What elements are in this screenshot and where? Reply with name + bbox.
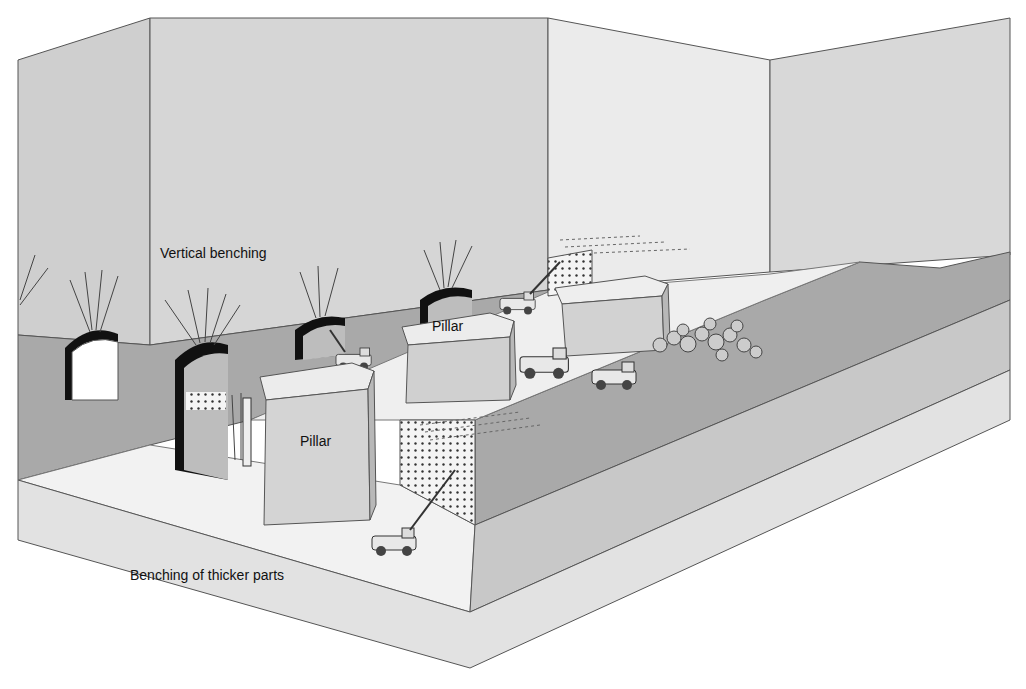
arch-opening (184, 353, 228, 480)
pillar-face (368, 371, 376, 520)
pillar-face (510, 321, 516, 400)
drill-line (325, 268, 338, 316)
drill-line (440, 242, 444, 288)
drill-hole (565, 242, 665, 247)
drill-jumbo (500, 292, 535, 314)
arch-opening (175, 342, 228, 480)
drill-line (232, 395, 235, 460)
drill-line (424, 250, 440, 290)
drill-line (188, 290, 200, 343)
drill-hole (560, 236, 640, 240)
drill-line (85, 272, 92, 330)
drill-line (96, 270, 102, 330)
method-label: Benching of thicker parts (130, 567, 284, 583)
drill-line (241, 393, 242, 460)
arch-opening (295, 317, 345, 361)
pillar: Pillar (252, 355, 377, 530)
rock (680, 336, 696, 352)
rock-face (150, 18, 548, 345)
drill-line (100, 276, 118, 332)
rock (704, 318, 716, 330)
rock (708, 334, 724, 350)
drill-boom (410, 470, 455, 530)
drill-jumbo (372, 528, 416, 556)
drill-line (20, 268, 48, 305)
drill-line (448, 240, 456, 287)
drill-hole (420, 412, 520, 425)
bench-face (400, 420, 475, 525)
rock (750, 346, 762, 358)
drill-rig (243, 398, 251, 466)
haul-truck (520, 348, 568, 379)
drill-boom (530, 262, 560, 294)
pillar-face (562, 296, 664, 356)
base-slab (18, 370, 1010, 668)
method-label: Vertical benching (160, 245, 267, 261)
rock (737, 338, 751, 352)
rock-face (770, 18, 1010, 272)
rock-face (548, 18, 770, 290)
loader (592, 362, 636, 390)
drill-hole (430, 425, 540, 440)
pillar-label: Pillar (300, 433, 331, 449)
rock (731, 320, 743, 332)
pillar-face (264, 389, 370, 525)
rock-face (18, 18, 150, 345)
drill-line (20, 255, 35, 300)
rock-pile (653, 318, 762, 361)
arch-opening (72, 340, 118, 400)
pillar-face (406, 337, 510, 403)
drill-hole (425, 418, 530, 432)
drill-line (205, 288, 208, 342)
drill-line (452, 246, 472, 288)
drill-line (318, 266, 320, 317)
drill-line (210, 294, 226, 343)
pillar-label: Pillar (432, 318, 463, 334)
drill-line (214, 305, 240, 345)
rock (677, 324, 689, 336)
arch-opening (65, 330, 118, 400)
arch-floor (186, 392, 226, 410)
rock (716, 349, 728, 361)
pillar: Pillar (398, 305, 518, 405)
drill-line (300, 272, 316, 318)
rock (653, 338, 667, 352)
drill-boom (330, 330, 345, 352)
